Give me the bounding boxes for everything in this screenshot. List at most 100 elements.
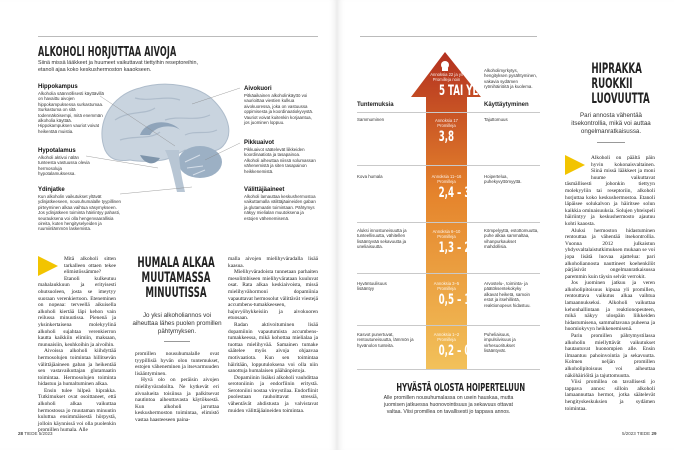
headline: HUMALA ALKAA MUUTAMASSA MINUUTISSA [137, 255, 215, 301]
folio-right: 5/2023 TIEDE 29 [622, 431, 656, 436]
row-behaviour: Arvostelu-, toiminta- ja päätöksentekoky… [484, 281, 531, 308]
annos-label: Annoksia 11–16 [431, 174, 462, 179]
paragraph: Dopamiinin lisäksi alkoholi vauhdittaa s… [228, 374, 318, 414]
annos-label: Annoksia 1–2 [433, 332, 460, 337]
paragraph: promillen nousuhumalalle ovat tyypillisi… [135, 351, 219, 377]
promille-value: 3,8 [438, 129, 455, 145]
article-column-1: Mitä alkoholi sitten tarkalleen ottaen t… [38, 256, 116, 434]
folio: 28 TIEDE 5/2023 [18, 431, 52, 436]
paragraph: Alkoholi on päältä päin hyvin kokonaisva… [565, 155, 655, 227]
page-number: 29 [651, 431, 657, 436]
label-text: Alkoholi aktivoi nälän tunteesta vastuus… [38, 155, 90, 177]
top-rule [38, 36, 318, 37]
left-page: ALKOHOLI HORJUTTAA AIVOJA Siinä missä lä… [18, 36, 318, 436]
paragraph: Hyvä olo on peräisin aivojen mielihyvära… [135, 377, 219, 423]
promille-label: Promilleja [437, 179, 456, 184]
paragraph: Aivoissa alkoholi kiihdyttää hermosoluje… [38, 348, 116, 388]
top-rule-right [360, 36, 537, 37]
promille-label: Promilleja noin [432, 77, 461, 82]
promille-value: 5 TAI YLI [438, 83, 482, 99]
right-headline: HIPRAKKA RUOKKII LUOVUUTTA [591, 61, 650, 107]
paragraph: Aluksi hermoston hidastuminen rentouttaa… [565, 227, 655, 280]
paragraph: Mielihyväradoista tunnetaan parhaiten me… [228, 269, 318, 322]
promille-value: 1,3 – 2,2 [438, 240, 480, 256]
row-divider [357, 222, 540, 223]
article-column-2: promillen nousuhumalalle ovat tyypillisi… [135, 351, 219, 424]
annos-label: Annoksia 22 ja yli [430, 72, 463, 77]
infographic-title: ALKOHOLI HORJUTTAA AIVOJA [38, 45, 177, 60]
paragraph: Ensin tulee hilpeä hiprakka. Tutkimukset… [38, 387, 116, 434]
subhead: Jo yksi alkoholiannos voi aiheuttaa lähe… [132, 312, 222, 335]
label-title: Välittäjäaineet [244, 187, 285, 193]
infographic-caption: Alle promillen nousuhumalassa on usein h… [383, 395, 514, 415]
label-title: Hypotalamus [38, 148, 76, 154]
row-feeling: Kova humala [357, 174, 383, 179]
row-divider [357, 273, 540, 274]
promille-label: Promilleja [437, 234, 456, 239]
label-text: Alkoholia säännöllisesti käyttävillä on … [38, 91, 104, 134]
label-leader-lines [85, 87, 241, 195]
row-divider [357, 369, 540, 370]
yellow-triangle-icon [38, 256, 58, 276]
paragraph: Parin promillen pähtymystilassa alkoholi… [565, 333, 655, 379]
infographic-heading: HYVÄSTÄ OLOSTA HOIPERTELUUN [396, 381, 526, 394]
paragraph: malla aivojen mielihyväradalla lisää kaa… [228, 256, 318, 269]
promille-label: Promilleja [437, 123, 456, 128]
row-behaviour: Puheliaisuus, impulsiivisuus ja virhesuo… [484, 332, 516, 354]
level-top: Annoksia 22 ja yli Promilleja noin 5 TAI… [426, 72, 481, 99]
row-divider [357, 165, 540, 166]
promille-value: 0,5 – 1,1 [438, 292, 480, 308]
col-header-tuntemuksia: Tuntemuksia [357, 102, 394, 108]
page-number: 28 [18, 431, 24, 436]
label-text: Alkoholi lamauttaa keskushermostoa vaiku… [244, 194, 316, 221]
annos-label: Annoksia 6–10 [432, 229, 461, 234]
promille-value: 2,4 – 3,3 [438, 185, 480, 201]
infographic-intro: Siinä missä lääkkeet ja huumeet vaikutta… [38, 60, 199, 73]
row-behaviour: Hoipertelua, puhekyvyttömyyttä. [484, 174, 522, 185]
label-text: Pikkuaivot säätelevät liikkeiden koordin… [244, 147, 316, 174]
paragraph: Mitä alkoholi sitten tarkalleen ottaen t… [38, 256, 116, 348]
label-text: Kun alkoholin vaikutukset yltävät ydinja… [38, 194, 121, 232]
label-title: Hippokampus [38, 84, 78, 90]
folio-text: TIEDE 5/2023 [24, 431, 53, 436]
promille-arrow [411, 52, 481, 369]
label-title: Aivokuori [244, 86, 272, 92]
folio-text: 5/2023 TIEDE [622, 431, 651, 436]
label-title: Ydinjatke [38, 187, 65, 193]
article-column-3: malla aivojen mielihyväradalla lisää kaa… [228, 256, 318, 414]
row-feeling: Sammuminen [357, 117, 385, 122]
annos-label: Annoksia 17 [434, 118, 459, 123]
paragraph: Jos juominen jatkuu ja veren alkoholipit… [565, 280, 655, 333]
row-feeling: Kasvot punertuvat, rentoutuneisuutta, lä… [357, 332, 414, 348]
row-behaviour: Kömpelyyttä, estottomuutta, puhe alkaa s… [484, 228, 539, 250]
label-title: Pikkuaivot [244, 140, 275, 146]
promille-label: Promilleja [437, 337, 456, 342]
row-divider [357, 325, 540, 326]
right-page [337, 0, 674, 450]
yellow-triangle-icon [565, 155, 585, 175]
paragraph: Viisi promillea on tavallisesti jo tappa… [565, 379, 655, 412]
row-feeling: Aluksi innostuneisuutta ja tunteellisuut… [357, 228, 407, 250]
paragraph: Radan aktivoituminen lisää dopamiinin va… [228, 321, 318, 375]
divider [597, 142, 625, 143]
top-behaviour: Alkoholimyrkytys, hengityksen pysähtymin… [484, 68, 537, 90]
promille-value: 0,2 – 0,3 [438, 343, 480, 359]
divider [164, 341, 190, 342]
label-text: Pitkäaikainen alkoholinkäyttö voi vaurio… [244, 93, 314, 126]
right-article-column: Alkoholi on päältä päin hyvin kokonaisva… [565, 155, 655, 412]
promille-label: Promilleja [437, 286, 456, 291]
right-subhead: Pari annosta vähentää itsekontrollia, mi… [571, 112, 651, 135]
col-header-kayttaytyminen: Käyttäytyminen [484, 102, 529, 108]
row-feeling: Hyväntuulisuus lisääntyy [357, 281, 387, 292]
annos-label: Annoksia 3–5 [433, 281, 460, 286]
